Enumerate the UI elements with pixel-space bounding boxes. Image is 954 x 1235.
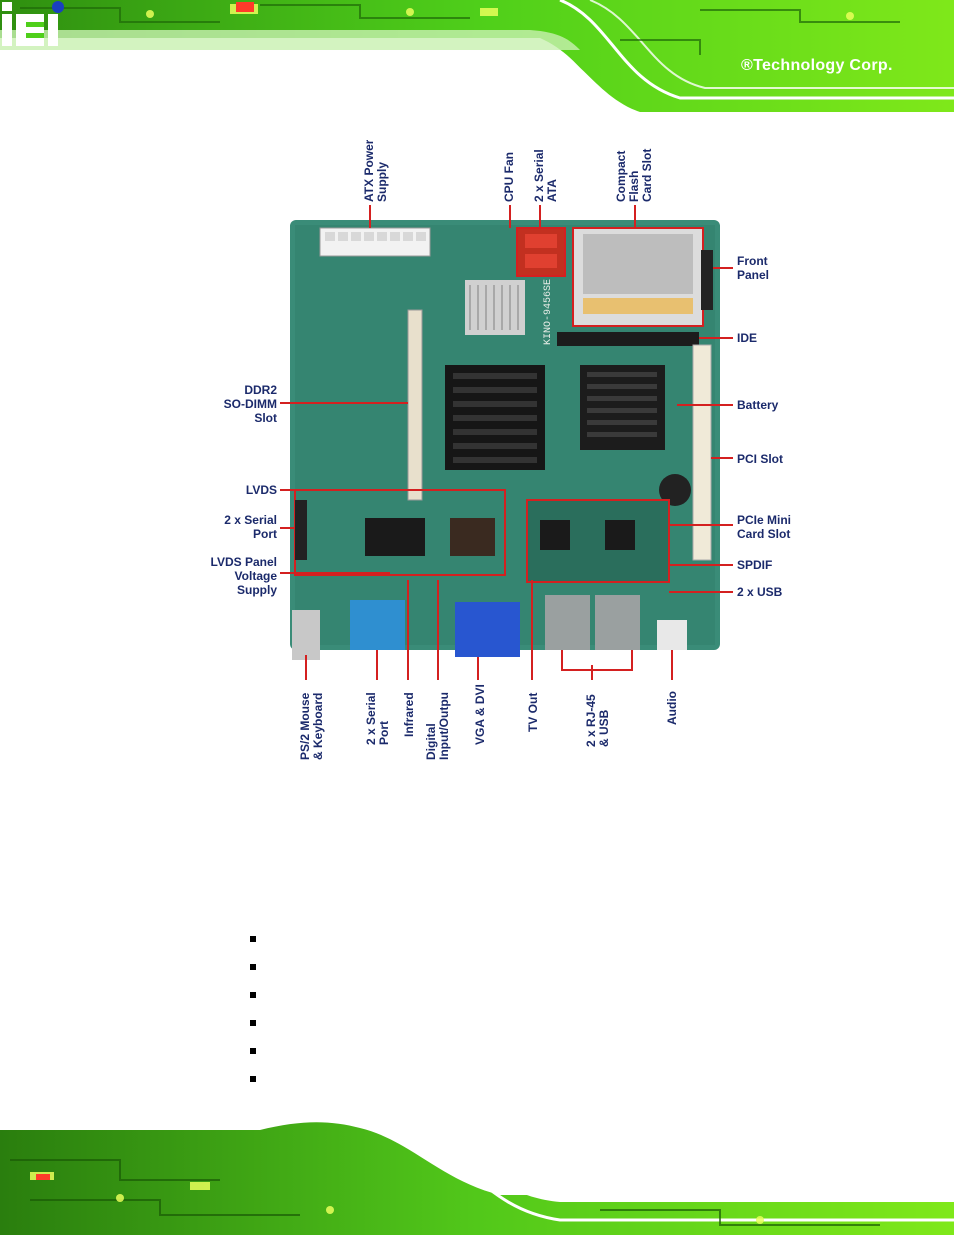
- label-cf-3: Card Slot: [640, 149, 654, 202]
- label-serial-left-2: Port: [253, 527, 277, 541]
- label-tv-out: TV Out: [526, 693, 540, 732]
- label-vga-dvi: VGA & DVI: [473, 684, 487, 745]
- bullet-icon: [250, 964, 256, 970]
- label-atx-power-1: ATX Power: [362, 140, 376, 202]
- label-rj45-2: & USB: [597, 709, 611, 747]
- label-cf-2: Flash: [627, 171, 641, 202]
- rj45-usb-port-1: [545, 595, 590, 650]
- bullet-icon: [250, 1020, 256, 1026]
- motherboard-diagram: KINO-9456SE: [211, 140, 791, 760]
- label-atx-power-2: Supply: [375, 162, 389, 202]
- board-model-text: KINO-9456SE: [543, 279, 554, 345]
- label-lvds-panel-1: LVDS Panel: [211, 555, 277, 569]
- label-pcie-mini-1: PCIe Mini: [737, 513, 791, 527]
- label-sata-2: ATA: [545, 179, 559, 202]
- label-spdif: SPDIF: [737, 558, 772, 572]
- label-battery: Battery: [737, 398, 779, 412]
- label-ddr2-1: DDR2: [244, 383, 277, 397]
- bullet-icon: [250, 936, 256, 942]
- label-rj45-1: 2 x RJ-45: [584, 694, 598, 747]
- label-ddr2-3: Slot: [254, 411, 277, 425]
- bullet-icon: [250, 992, 256, 998]
- label-cf-1: Compact: [614, 151, 628, 202]
- list-item: [250, 1065, 650, 1093]
- label-usb2: 2 x USB: [737, 585, 783, 599]
- label-digital-io-1: Digital: [424, 723, 438, 760]
- list-item: [250, 925, 650, 953]
- ps2-port: [292, 610, 320, 660]
- bullet-icon: [250, 1048, 256, 1054]
- label-pcie-mini-2: Card Slot: [737, 527, 790, 541]
- label-digital-io-2: Input/Outpu: [437, 692, 451, 760]
- label-audio: Audio: [665, 691, 679, 725]
- audio-jack: [657, 620, 687, 650]
- list-item: [250, 1009, 650, 1037]
- page-footer-banner: [0, 1120, 954, 1235]
- callout-lines: [280, 205, 733, 680]
- label-serial-bottom-1: 2 x Serial: [364, 692, 378, 745]
- label-serial-left-1: 2 x Serial: [224, 513, 277, 527]
- label-serial-bottom-2: Port: [377, 721, 391, 745]
- front-panel-header: [701, 250, 713, 310]
- circuit-board-footer-graphic: [0, 1120, 954, 1235]
- label-pci-slot: PCI Slot: [737, 452, 783, 466]
- atx-power-connector: [319, 227, 431, 257]
- bullet-icon: [250, 1076, 256, 1082]
- label-lvds: LVDS: [246, 483, 277, 497]
- ide-connector: [557, 332, 699, 346]
- iei-logo-icon: [2, 1, 64, 46]
- label-ps2-2: & Keyboard: [311, 693, 325, 760]
- label-cpu-fan: CPU Fan: [502, 152, 516, 202]
- label-front-panel-1: Front: [737, 254, 768, 268]
- southbridge-heatsink: [580, 365, 665, 450]
- vga-dvi-port: [455, 602, 520, 657]
- rj45-usb-port-2: [595, 595, 640, 650]
- pci-slot: [692, 344, 712, 561]
- label-lvds-panel-2: Voltage: [235, 569, 278, 583]
- company-tagline: ®Technology Corp.: [741, 57, 893, 74]
- page-header-banner: ®Technology Corp.: [0, 0, 954, 112]
- list-item: [250, 953, 650, 981]
- label-lvds-panel-3: Supply: [237, 583, 277, 597]
- serial-port-db9: [350, 600, 405, 650]
- battery: [659, 474, 691, 506]
- label-sata-1: 2 x Serial: [532, 149, 546, 202]
- label-ide: IDE: [737, 331, 757, 345]
- list-item: [250, 981, 650, 1009]
- label-front-panel-2: Panel: [737, 268, 769, 282]
- motherboard-figure: KINO-9456SE: [195, 140, 795, 760]
- bullet-list: [250, 925, 650, 1093]
- circuit-board-header-graphic: [0, 0, 954, 112]
- label-ps2-1: PS/2 Mouse: [298, 692, 312, 760]
- list-item: [250, 1037, 650, 1065]
- label-ddr2-2: SO-DIMM: [224, 397, 277, 411]
- label-infrared: Infrared: [402, 692, 416, 737]
- so-dimm-slot: [407, 309, 423, 501]
